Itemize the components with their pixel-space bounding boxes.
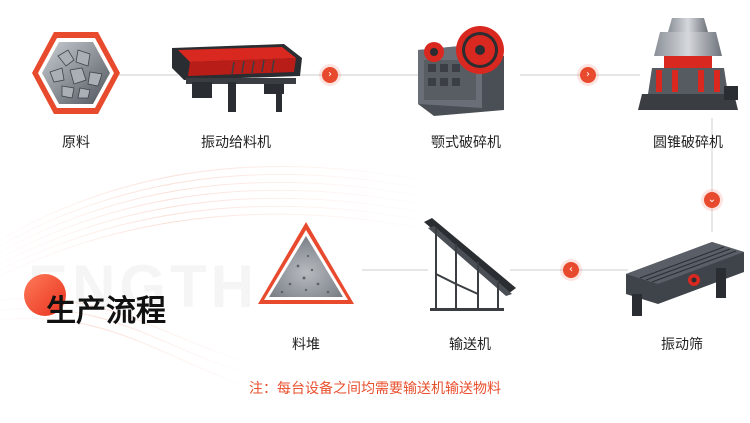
step-label: 振动给料机	[201, 135, 271, 151]
step-label: 料堆	[292, 337, 320, 353]
step-label: 输送机	[449, 337, 491, 353]
chevron-right-icon: ›	[580, 67, 596, 83]
chevron-right-icon: ›	[322, 67, 338, 83]
vibrating-feeder-icon	[172, 44, 302, 112]
belt-conveyor-icon	[424, 218, 516, 311]
step-label: 原料	[62, 135, 90, 151]
step-label: 圆锥破碎机	[653, 135, 723, 151]
chevron-down-icon: ⌄	[704, 192, 720, 208]
watermark-text: ENGTH	[28, 253, 258, 320]
step-label: 振动筛	[661, 337, 703, 353]
material-pile-triangle-icon	[258, 222, 354, 304]
jaw-crusher-icon	[418, 26, 504, 116]
raw-stone-hexagon-icon	[32, 32, 120, 114]
title-accent-dot	[24, 274, 66, 316]
vibrating-screen-icon	[626, 242, 744, 316]
footnote: 注：每台设备之间均需要输送机输送物料	[249, 381, 501, 397]
step-label: 颚式破碎机	[431, 135, 501, 151]
cone-crusher-icon	[638, 18, 738, 110]
diagram-title: 生产流程	[46, 294, 166, 329]
chevron-left-icon: ‹	[563, 262, 579, 278]
